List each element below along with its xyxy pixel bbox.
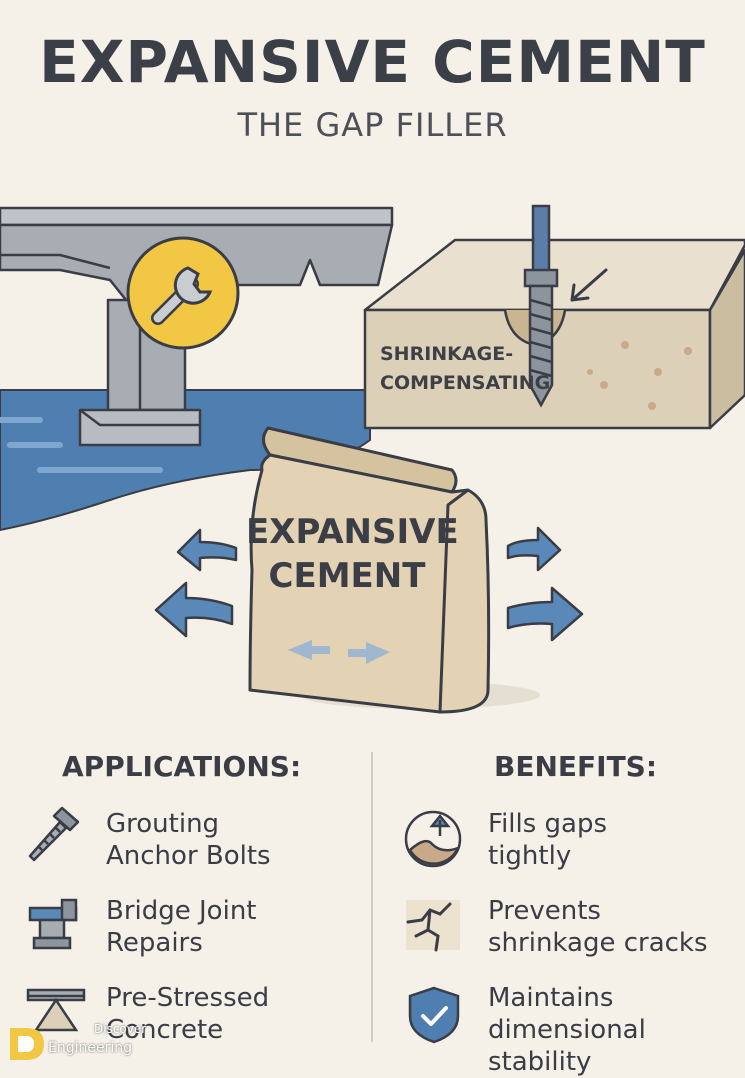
item-line2: Concrete [106,1015,224,1045]
gap-fill-icon [404,810,462,868]
item-line2: shrinkage cracks [488,928,708,958]
logo-icon [10,1028,44,1060]
list-item: Fills gaps tightly [488,808,607,872]
list-item: Maintains dimensional stability [488,982,745,1078]
wrench-icon [126,236,240,350]
page-subtitle: THE GAP FILLER [237,106,508,144]
anchor-bolt [523,204,559,408]
page-title: EXPANSIVE CEMENT [39,28,706,96]
crack-icon [406,900,460,952]
bridge-joint-icon [28,898,78,950]
item-line1: Bridge Joint [106,896,257,926]
watermark-line2: Engineering [48,1040,132,1056]
list-item: Pre-Stressed Concrete [106,982,269,1046]
list-item: Bridge Joint Repairs [106,895,257,959]
hero-illustration [0,204,745,714]
expansion-arrows [154,526,584,642]
watermark-line1: Discover [94,1022,147,1036]
list-item: Grouting Anchor Bolts [106,808,271,872]
block-label-line1: SHRINKAGE- [380,343,514,365]
applications-heading: APPLICATIONS: [62,750,302,783]
item-line2: Anchor Bolts [106,841,271,871]
pointer-arrow [570,268,608,302]
item-line2: tightly [488,841,572,871]
list-item: Prevents shrinkage cracks [488,895,708,959]
benefits-heading: BENEFITS: [494,750,658,783]
concrete-block [363,238,745,430]
item-line1: Pre-Stressed [106,983,270,1013]
bag-label-line2: CEMENT [268,556,426,596]
anchor-bolt-icon [28,806,80,862]
block-label-line2: COMPENSATING [380,372,551,394]
shield-check-icon [408,986,460,1044]
item-line1: Fills gaps [488,809,608,839]
column-divider [371,752,373,1042]
bag-label-line1: EXPANSIVE [246,512,459,552]
item-line2: Repairs [106,928,203,958]
item-line2: dimensional stability [488,1015,646,1077]
prestressed-icon [26,988,86,1032]
item-line1: Grouting [106,809,220,839]
item-line1: Maintains [488,983,614,1013]
item-line1: Prevents [488,896,601,926]
